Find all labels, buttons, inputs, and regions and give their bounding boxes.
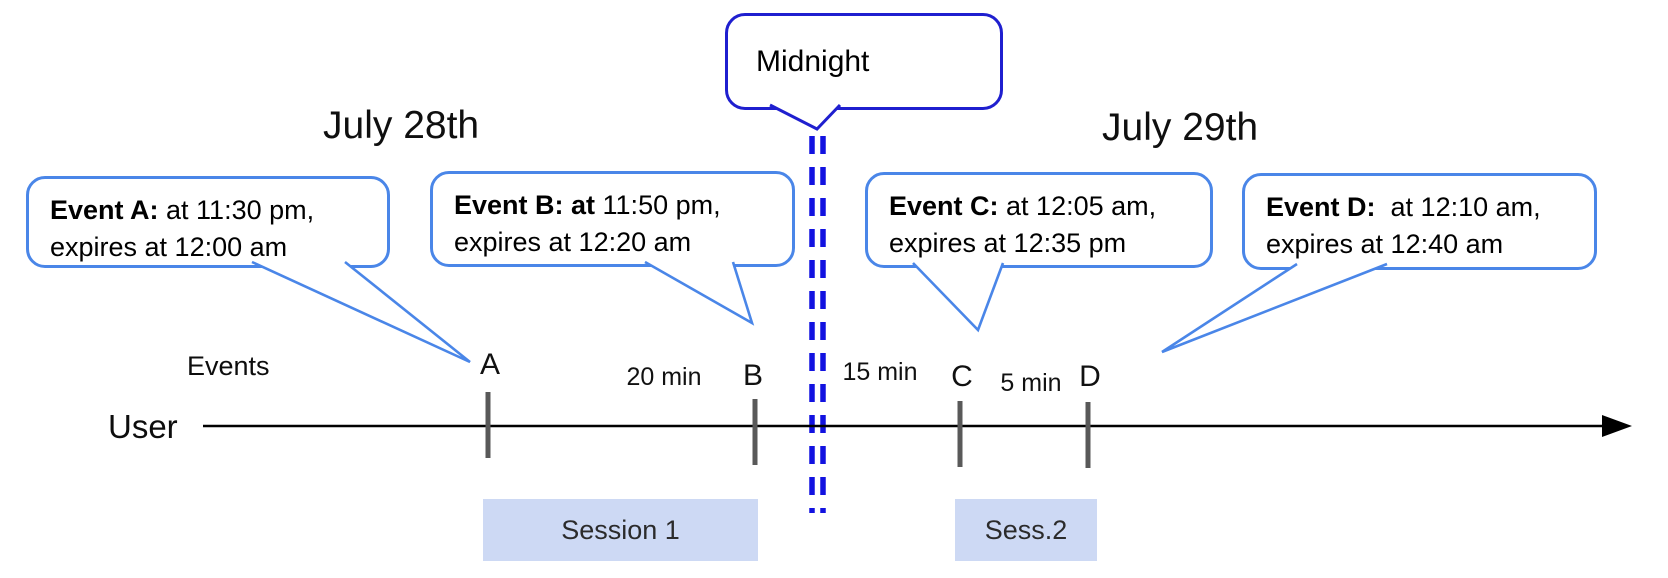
session-1-box: Session 1 — [483, 499, 758, 561]
event-d-line1: Event D: at 12:10 am, — [1266, 192, 1541, 222]
event-a-callout-tail — [251, 260, 471, 364]
event-b-callout-tail — [644, 260, 755, 326]
interval-label-5min: 5 min — [1000, 369, 1062, 397]
event-c-callout-tail — [912, 262, 1005, 333]
event-b-callout: Event B: at 11:50 pm, expires at 12:20 a… — [430, 171, 795, 267]
event-d-line2: expires at 12:40 am — [1266, 229, 1504, 259]
event-d-callout-tail — [1161, 262, 1388, 354]
date-heading-july-29: July 29th — [1102, 106, 1259, 149]
session-1-label: Session 1 — [561, 514, 680, 545]
event-d-callout: Event D: at 12:10 am, expires at 12:40 a… — [1242, 173, 1597, 270]
tick-label-d: D — [1079, 360, 1101, 393]
event-a-callout: Event A: at 11:30 pm, expires at 12:00 a… — [26, 176, 390, 268]
event-b-line1: Event B: at 11:50 pm, — [454, 190, 721, 220]
event-c-callout: Event C: at 12:05 am, expires at 12:35 p… — [865, 172, 1213, 268]
midnight-callout: Midnight — [725, 13, 1003, 110]
tick-label-b: B — [742, 359, 763, 392]
event-c-line2: expires at 12:35 pm — [889, 228, 1127, 258]
date-heading-july-28: July 28th — [323, 104, 480, 147]
events-row-label: Events — [187, 351, 270, 381]
interval-label-20min: 20 min — [626, 363, 702, 391]
midnight-callout-label: Midnight — [756, 44, 870, 78]
event-a-line2: expires at 12:00 am — [50, 232, 288, 262]
interval-label-15min: 15 min — [842, 358, 918, 386]
session-2-label: Sess.2 — [984, 514, 1068, 545]
session-2-box: Sess.2 — [955, 499, 1097, 561]
tick-label-a: A — [479, 348, 500, 381]
user-row-label: User — [108, 408, 178, 445]
event-a-line1: Event A: at 11:30 pm, — [50, 195, 315, 225]
event-c-line1: Event C: at 12:05 am, — [889, 191, 1157, 221]
event-b-line2: expires at 12:20 am — [454, 227, 692, 257]
tick-label-c: C — [951, 360, 973, 393]
timeline-arrowhead-icon — [1602, 415, 1632, 437]
